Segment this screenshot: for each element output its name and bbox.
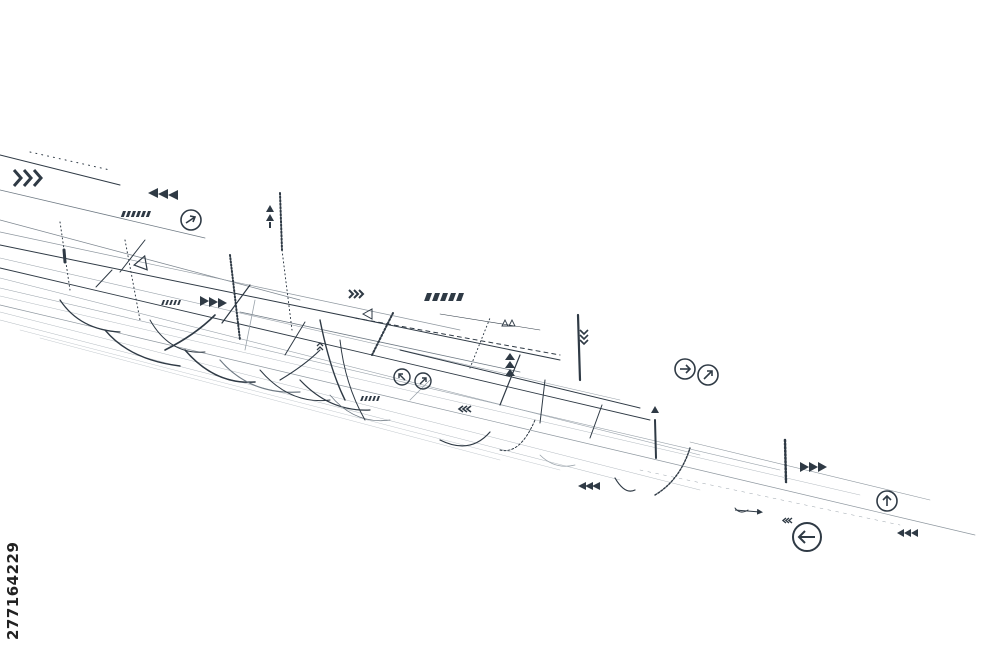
circle-arrow-right-icon (180, 209, 202, 231)
arrow-up-double-icon (266, 205, 274, 228)
chevron-right-triple-icon (348, 289, 365, 299)
triangle-outline-icon (361, 308, 373, 320)
circle-arrow-up-icon (876, 490, 898, 512)
curve-arcs (59, 299, 749, 513)
arrow-up-icon (651, 406, 659, 413)
circle-arrow-up-right-icon (697, 364, 719, 386)
arrow-right-triple-icon (200, 296, 227, 308)
arrow-left-triple-icon (897, 529, 918, 537)
chevron-up-double-icon (316, 342, 324, 351)
small-arrow-markers (734, 508, 763, 515)
stock-id-label: 277164229 (4, 541, 22, 640)
chevron-down-triple-icon (579, 329, 589, 346)
arrow-left-triple-icon (578, 482, 600, 490)
diagonal-line-bundle (0, 151, 976, 536)
tick-segments (59, 192, 788, 484)
triangle-outline-icon (132, 254, 148, 271)
striped-bars (120, 211, 464, 401)
chevron-left-triple-icon (457, 405, 472, 413)
circle-arrow-left-icon (792, 522, 822, 552)
chevron-left-triple-icon (781, 517, 793, 524)
triangle-outline-icon (501, 318, 516, 327)
circle-arrow-up-right-icon (393, 368, 411, 386)
circle-arrow-right-icon (674, 358, 696, 380)
arrow-left-triple-icon (148, 188, 178, 200)
chevron-right-triple-icon (12, 169, 43, 187)
circle-arrow-up-right-icon (414, 372, 432, 390)
arrow-up-double-icon (505, 353, 515, 376)
arrow-right-triple-icon (800, 462, 827, 472)
